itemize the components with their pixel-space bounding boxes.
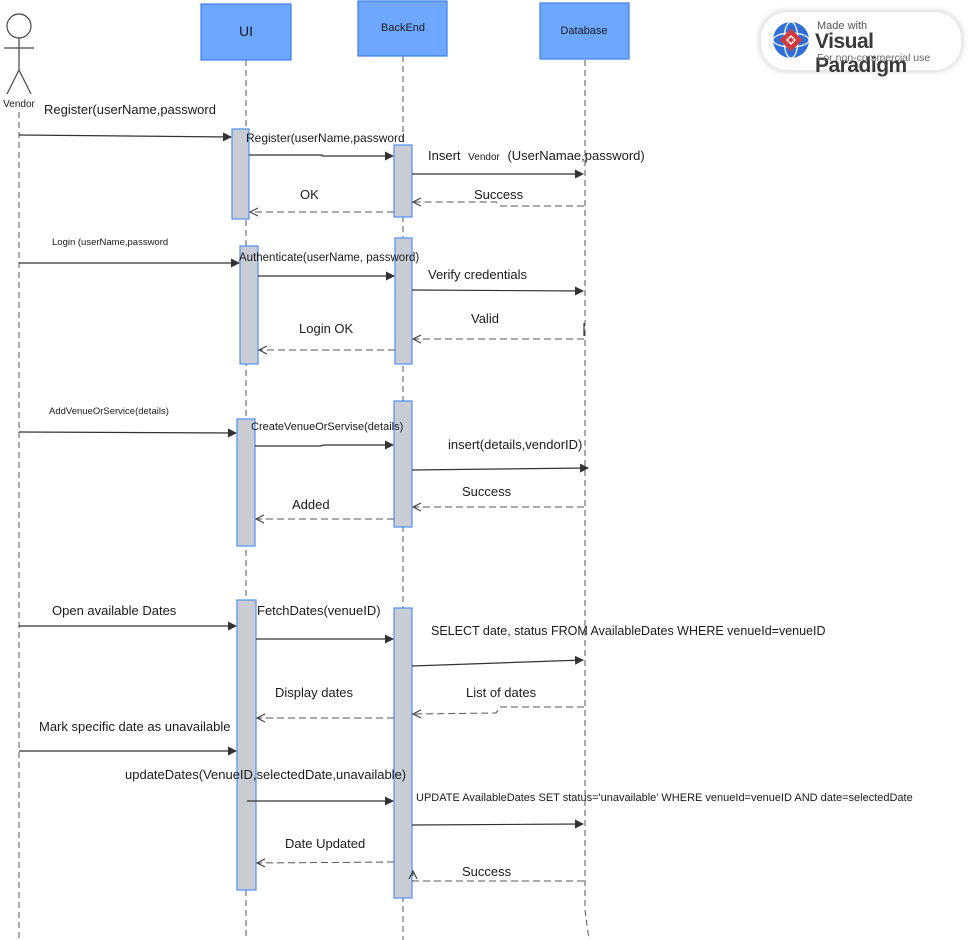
msg-select-dates-label: SELECT date, status FROM AvailableDates … (431, 624, 826, 638)
msg-register-vendor-arrow (18, 132, 232, 142)
msg-date-updated-label: Date Updated (285, 836, 365, 851)
ui-participant: UI (200, 3, 292, 61)
watermark-made-with: Made with (817, 20, 868, 32)
msg-insert-details-arrow (411, 463, 589, 473)
msg-list-dates-label: List of dates (466, 685, 537, 700)
msg-success-2-label: Success (462, 484, 512, 499)
msg-update-sql-arrow (411, 819, 584, 829)
msg-update-sql-label: UPDATE AvailableDates SET status='unavai… (416, 792, 913, 804)
msg-insert-vendor-label: Insert Vendor (UserNamae,password) (428, 148, 645, 163)
msg-register-ui-label: Register(userName,password (246, 131, 405, 145)
msg-register-vendor-label: Register(userName,password (44, 102, 216, 117)
msg-success-3-label: Success (462, 864, 512, 879)
backend-activation-dates (393, 607, 413, 899)
msg-added-label: Added (292, 497, 330, 512)
backend-activation-register (393, 144, 413, 218)
actor-head (6, 13, 32, 39)
watermark-subtitle: For non-commercial use (817, 52, 931, 64)
database-header-label: Database (560, 25, 607, 37)
watermark-brand: Visual Paradigm (815, 30, 907, 77)
msg-insert-vendor-word: Vendor (468, 152, 500, 163)
msg-date-updated-arrow (257, 862, 395, 863)
ui-activation-register (231, 128, 250, 220)
msg-verify-label: Verify credentials (428, 267, 527, 282)
msg-create-venue-arrow (255, 440, 394, 450)
msg-success-1-arrow (413, 202, 584, 207)
msg-insert-word: Insert (428, 148, 461, 163)
msg-verify-arrow (411, 286, 584, 296)
msg-login-ok-label: Login OK (299, 321, 354, 336)
ui-header-box (200, 3, 292, 61)
msg-register-ui-arrow (249, 151, 394, 161)
msg-ok-label: OK (300, 187, 319, 202)
msg-login-vendor-label: Login (userName,password (52, 237, 168, 248)
msg-select-dates-arrow (411, 655, 584, 667)
ui-header-label: UI (239, 23, 253, 39)
msg-open-dates-label: Open available Dates (52, 603, 177, 618)
visual-paradigm-logo-icon (772, 21, 810, 59)
database-lifeline-tail (584, 909, 590, 940)
msg-valid-label: Valid (471, 311, 499, 326)
actor-label: Vendor (3, 99, 35, 110)
backend-header-box (357, 0, 448, 57)
msg-list-dates-arrow (413, 706, 584, 714)
msg-create-venue-label: CreateVenueOrServise(details) (251, 421, 403, 433)
msg-add-venue-label: AddVenueOrService(details) (49, 406, 169, 417)
backend-header-label: BackEnd (381, 22, 425, 34)
ui-activation-dates (236, 599, 257, 891)
msg-success-3-arrow (413, 871, 584, 882)
database-header-box (539, 2, 630, 60)
msg-mark-unavailable-label: Mark specific date as unavailable (39, 719, 231, 734)
msg-success-1-label: Success (474, 187, 524, 202)
msg-update-dates-label: updateDates(VenueID,selectedDate,unavail… (125, 767, 406, 782)
vendor-actor: Vendor (3, 13, 36, 110)
msg-display-dates-label: Display dates (275, 685, 354, 700)
msg-fetch-dates-label: FetchDates(venueID) (257, 603, 381, 618)
actor-right-leg (18, 69, 32, 95)
ui-activation-add (236, 418, 256, 547)
database-participant: Database (539, 2, 630, 60)
backend-activation-login (394, 237, 413, 365)
msg-insert-details-label: insert(details,vendorID) (448, 437, 582, 452)
msg-add-venue-arrow (18, 428, 237, 438)
msg-insert-args: (UserNamae,password) (507, 148, 644, 163)
backend-participant: BackEnd (357, 0, 448, 57)
msg-authenticate-label: Authenticate(userName, password) (239, 252, 419, 264)
backend-activation-add (393, 400, 413, 528)
ui-activation-login (239, 245, 259, 365)
actor-left-leg (6, 69, 20, 95)
visual-paradigm-watermark: Made with Visual Paradigm For non-commer… (761, 12, 961, 77)
